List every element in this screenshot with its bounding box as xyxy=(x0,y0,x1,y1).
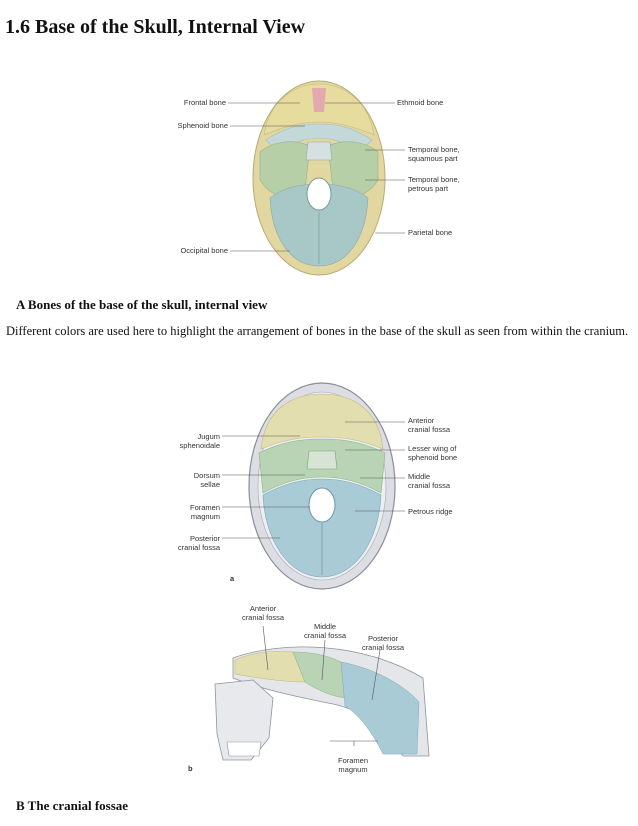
label-temporal-squamous-line1: Temporal bone, xyxy=(408,145,460,154)
label-anterior-fossa-b: Anterior cranial fossa xyxy=(230,604,296,622)
foramen-magnum-b xyxy=(308,487,336,523)
label-temporal-squamous: Temporal bone, squamous part xyxy=(408,145,460,163)
label-middle-fossa-b: Middle cranial fossa xyxy=(292,622,358,640)
label-jugum-sphenoidale: Jugum sphenoidale xyxy=(150,432,220,450)
label-foramen-magnum-b: Foramen magnum xyxy=(320,756,386,774)
label-jugum-line2: sphenoidale xyxy=(179,441,220,450)
label-ethmoid-bone: Ethmoid bone xyxy=(397,98,444,107)
label-middle-b-line1: Middle xyxy=(313,622,337,631)
label-frontal-bone: Frontal bone xyxy=(183,98,226,107)
label-posterior-b-line1: Posterior xyxy=(367,634,398,643)
sella-region xyxy=(305,141,333,161)
label-middle-b-line2: cranial fossa xyxy=(303,631,347,640)
label-foramen-b-line2: magnum xyxy=(338,765,368,774)
label-petrous-ridge: Petrous ridge xyxy=(408,507,453,516)
label-occipital-bone: Occipital bone xyxy=(180,246,228,255)
page-title: 1.6 Base of the Skull, Internal View xyxy=(5,16,306,38)
label-sphenoid-bone: Sphenoid bone xyxy=(177,121,228,130)
anterior-cranial-fossa-region xyxy=(260,393,384,450)
figure-ba-letter: a xyxy=(230,574,235,583)
caption-figure-a: A Bones of the base of the skull, intern… xyxy=(16,297,268,312)
label-lesser-wing: Lesser wing of sphenoid bone xyxy=(408,444,457,462)
caption-figure-b: B The cranial fossae xyxy=(16,798,129,813)
label-posterior-b-line2: cranial fossa xyxy=(361,643,405,652)
label-temporal-petrous: Temporal bone, petrous part xyxy=(408,175,460,193)
sella-turcica xyxy=(306,450,338,470)
label-middle-a-line1: Middle xyxy=(408,472,431,481)
figure-bb-letter: b xyxy=(188,764,193,773)
teeth xyxy=(226,741,262,757)
label-jugum-line1: Jugum xyxy=(197,432,220,441)
label-dorsum-line2: sellae xyxy=(200,480,220,489)
label-posterior-a-line2: cranial fossa xyxy=(177,543,220,552)
figure-a-skull-base-bones xyxy=(252,80,386,276)
label-middle-a-line2: cranial fossa xyxy=(408,481,451,490)
label-middle-fossa-a: Middle cranial fossa xyxy=(408,472,450,490)
foramen-magnum xyxy=(306,177,332,211)
label-temporal-petrous-line1: Temporal bone, xyxy=(408,175,460,184)
label-posterior-fossa-a: Posterior cranial fossa xyxy=(150,534,220,552)
label-temporal-petrous-line2: petrous part xyxy=(408,184,449,193)
label-anterior-fossa-a: Anterior cranial fossa xyxy=(408,416,450,434)
description-paragraph: Different colors are used here to highli… xyxy=(6,324,629,338)
label-foramen-b-line1: Foramen xyxy=(337,756,368,765)
label-lesser-line2: sphenoid bone xyxy=(408,453,458,462)
label-posterior-fossa-b: Posterior cranial fossa xyxy=(350,634,416,652)
figure-ba-leader-lines xyxy=(222,421,405,539)
posterior-cranial-fossa-b xyxy=(340,661,420,755)
label-foramen-a-line1: Foramen xyxy=(189,503,220,512)
label-anterior-a-line2: cranial fossa xyxy=(408,425,451,434)
label-dorsum-sellae: Dorsum sellae xyxy=(150,471,220,489)
label-temporal-squamous-line2: squamous part xyxy=(408,154,458,163)
figure-bb-cranial-fossae-sagittal xyxy=(213,638,431,762)
label-dorsum-line1: Dorsum xyxy=(193,471,220,480)
label-posterior-a-line1: Posterior xyxy=(189,534,220,543)
label-anterior-b-line1: Anterior xyxy=(249,604,277,613)
figure-ba-cranial-fossae-superior xyxy=(247,381,397,591)
ethmoid-bone-region xyxy=(312,88,326,112)
label-parietal-bone: Parietal bone xyxy=(408,228,453,237)
label-lesser-line1: Lesser wing of xyxy=(408,444,457,453)
label-foramen-a-line2: magnum xyxy=(190,512,220,521)
figure-bb-leader-lines xyxy=(262,625,381,746)
label-anterior-b-line2: cranial fossa xyxy=(241,613,285,622)
figure-a-leader-lines xyxy=(228,102,405,252)
label-foramen-magnum-a: Foramen magnum xyxy=(150,503,220,521)
label-anterior-a-line1: Anterior xyxy=(408,416,435,425)
